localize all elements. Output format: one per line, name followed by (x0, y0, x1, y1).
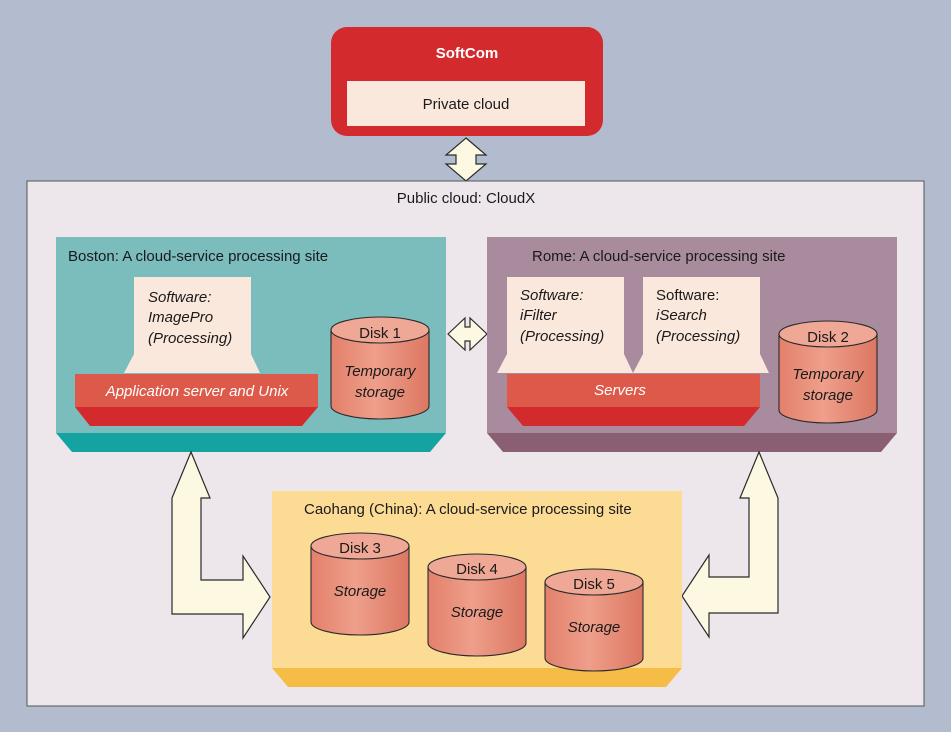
software-name: iSearch (656, 307, 707, 324)
rome-floor (487, 433, 897, 452)
boston-title: Boston: A cloud-service processing site (68, 248, 328, 265)
rome-servers: Servers (507, 374, 760, 426)
disk-3: Disk 3 Storage (310, 532, 410, 636)
boston-caohang-arrow (171, 450, 271, 641)
server-bar (75, 374, 318, 407)
caohang-title: Caohang (China): A cloud-service process… (304, 501, 632, 518)
disk-1: Disk 1 Temporary storage (330, 316, 430, 420)
boston-floor (56, 433, 446, 452)
software-role: (Processing) (656, 328, 740, 345)
software-box (134, 277, 251, 354)
disk-2: Disk 2 Temporary storage (778, 320, 878, 424)
private-cloud-label: Private cloud (423, 96, 510, 113)
softcom-cloud-double-arrow (444, 137, 488, 182)
disk-body (330, 329, 430, 420)
disk-text-line-1: Temporary (792, 366, 865, 383)
disk-label: Disk 5 (573, 576, 615, 593)
disk-label: Disk 4 (456, 561, 498, 578)
software-box (643, 277, 760, 354)
disk-text: Storage (334, 583, 387, 600)
software-label: Software: (656, 287, 719, 304)
software-box-base (124, 354, 260, 373)
disk-5: Disk 5 Storage (544, 568, 644, 672)
server-label: Application server and Unix (105, 383, 289, 400)
rome-software-isearch: Software: iSearch (Processing) (633, 277, 769, 373)
caohang-site: Caohang (China): A cloud-service process… (272, 491, 682, 687)
softcom-title: SoftCom (436, 45, 499, 62)
boston-application-server: Application server and Unix (75, 374, 318, 426)
disk-top (330, 316, 430, 344)
disk-body (544, 581, 644, 672)
disk-top (778, 320, 878, 348)
disk-label: Disk 1 (359, 325, 401, 342)
software-role: (Processing) (148, 330, 232, 347)
software-name: ImagePro (148, 309, 213, 326)
private-cloud-box (347, 81, 585, 126)
software-name: iFilter (520, 307, 558, 324)
disk-text-line-2: storage (355, 384, 405, 401)
boston-site: Boston: A cloud-service processing site … (56, 237, 446, 452)
caohang-floor (272, 668, 682, 687)
disk-4: Disk 4 Storage (427, 553, 527, 657)
disk-label: Disk 3 (339, 540, 381, 557)
disk-text-line-1: Temporary (344, 363, 417, 380)
rome-title: Rome: A cloud-service processing site (532, 248, 785, 265)
rome-software-ifilter: Software: iFilter (Processing) (497, 277, 633, 373)
disk-body (310, 545, 410, 636)
boston-software-imagepro: Software: ImagePro (Processing) (124, 277, 260, 373)
software-box (507, 277, 624, 354)
public-cloud-label: Public cloud: CloudX (397, 190, 535, 207)
server-bar (507, 374, 760, 407)
softcom-node: SoftCom Private cloud (331, 27, 603, 136)
software-box-base (633, 354, 769, 373)
software-box-base (497, 354, 633, 373)
server-base (75, 407, 318, 426)
rome-caohang-arrow (681, 450, 779, 640)
disk-top (310, 532, 410, 560)
rome-site: Rome: A cloud-service processing site So… (487, 237, 897, 452)
disk-body (427, 566, 527, 657)
software-role: (Processing) (520, 328, 604, 345)
disk-label: Disk 2 (807, 329, 849, 346)
server-base (507, 407, 760, 426)
software-label: Software: (148, 289, 211, 306)
server-label: Servers (594, 382, 646, 399)
software-label: Software: (520, 287, 583, 304)
disk-top (544, 568, 644, 596)
disk-body (778, 333, 878, 424)
disk-top (427, 553, 527, 581)
disk-text: Storage (568, 619, 621, 636)
disk-text: Storage (451, 604, 504, 621)
disk-text-line-2: storage (803, 387, 853, 404)
